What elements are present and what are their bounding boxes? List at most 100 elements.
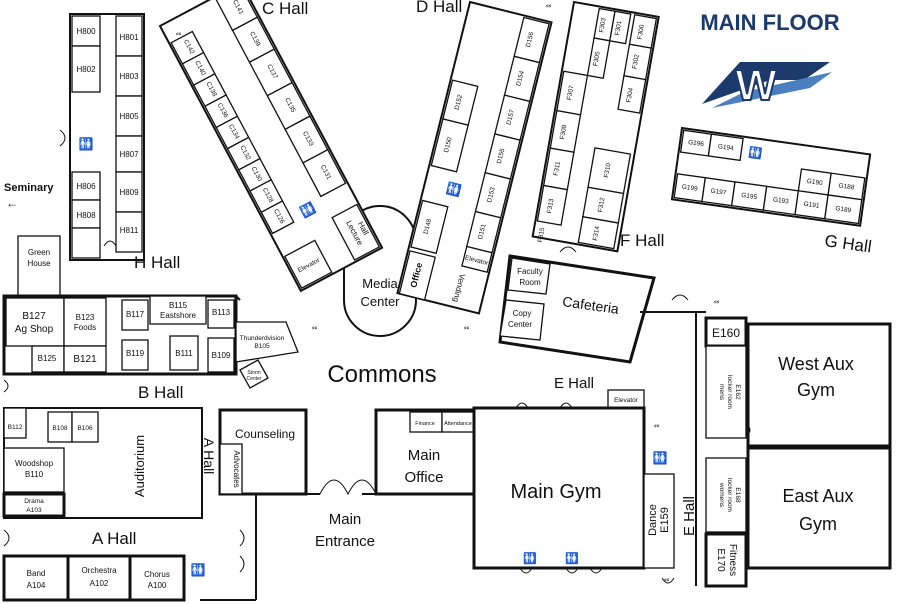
svg-text:G193: G193 <box>772 196 789 205</box>
room-h808: H808 <box>76 211 96 220</box>
restroom-icon: 🚻 <box>653 451 668 465</box>
map-title: MAIN FLOOR <box>700 10 839 35</box>
restroom-icon: 🚻 <box>523 552 537 565</box>
svg-text:F300: F300 <box>637 24 647 40</box>
room-h800: H800 <box>76 27 96 36</box>
d-hall-block: D152 D150 D148 Office D156 D154 D157 D15… <box>396 0 553 315</box>
svg-text:Center: Center <box>508 320 532 329</box>
stairs-icon: ⸗⸗ <box>176 29 182 38</box>
cafeteria-label: Cafeteria <box>561 293 620 317</box>
west-aux-gym: West Aux Gym <box>746 322 892 448</box>
h-hall-block: H800 H802 H806 H808 H801 H803 H805 H807 … <box>69 13 145 261</box>
d-hall-label: D Hall <box>416 0 462 16</box>
auditorium-label: Auditorium <box>132 435 147 497</box>
room-h803: H803 <box>119 72 139 81</box>
svg-text:Attendance: Attendance <box>444 421 472 427</box>
svg-text:womens: womens <box>718 482 725 508</box>
main-entrance-doors <box>319 479 377 496</box>
e-hall-label: E Hall <box>554 375 594 392</box>
svg-text:Elevator: Elevator <box>614 397 639 404</box>
g-hall-label: G Hall <box>823 231 872 256</box>
restroom-icon: 🚻 <box>191 563 206 577</box>
svg-text:F304: F304 <box>625 87 635 103</box>
restroom-icon: 🚻 <box>298 200 318 219</box>
stairs-icon: ⸗⸗ <box>664 575 670 584</box>
stairs-icon: ⸗⸗ <box>654 421 660 430</box>
logo-w: W <box>702 60 832 111</box>
svg-text:D155: D155 <box>496 147 507 164</box>
a-hall-music-rooms: Band A104 Orchestra A102 Chorus A100 🚻 <box>2 554 206 602</box>
svg-text:A100: A100 <box>148 581 167 590</box>
svg-text:F309: F309 <box>559 124 569 140</box>
svg-text:F301: F301 <box>614 20 624 36</box>
svg-text:F305: F305 <box>592 51 602 67</box>
svg-text:Advocates: Advocates <box>232 450 241 487</box>
f-hall-label: F Hall <box>620 231 664 250</box>
svg-text:mens: mens <box>718 384 725 401</box>
svg-text:D157: D157 <box>506 109 517 126</box>
storm-center: Storm Center <box>239 359 269 389</box>
c-hall-block: C142 C140 C138 C136 C134 C132 C130 C128 … <box>158 0 384 293</box>
svg-text:Storm: Storm <box>247 370 260 376</box>
svg-text:F314: F314 <box>592 225 602 241</box>
svg-text:F312: F312 <box>597 197 607 213</box>
a-hall-block: B112 B108 B106 Woodshop B110 Drama A103 … <box>2 407 217 519</box>
arrow-left-icon: ← <box>6 196 18 210</box>
svg-text:F311: F311 <box>553 161 562 177</box>
svg-text:G194: G194 <box>717 143 734 152</box>
room-h805: H805 <box>119 112 139 121</box>
svg-text:Ag Shop: Ag Shop <box>15 324 54 335</box>
svg-text:G188: G188 <box>838 182 855 191</box>
svg-text:E160: E160 <box>712 326 740 340</box>
svg-text:Fitness: Fitness <box>727 544 738 576</box>
b-hall-block: B127 Ag Shop B123 Foods B125 B121 B117 B… <box>2 294 238 376</box>
svg-text:Center: Center <box>246 376 261 382</box>
svg-text:Office: Office <box>405 469 444 486</box>
svg-text:B111: B111 <box>175 349 193 358</box>
svg-text:Drama: Drama <box>24 498 44 505</box>
room-h811: H811 <box>120 226 139 235</box>
svg-text:B109: B109 <box>212 351 231 360</box>
a-hall-vertical-label: A Hall <box>201 438 217 475</box>
east-wing: E160 mens locker room E162 womens locker… <box>704 316 748 588</box>
svg-text:B127: B127 <box>22 311 46 322</box>
svg-text:Chorus: Chorus <box>144 570 170 579</box>
svg-text:B119: B119 <box>126 349 145 358</box>
svg-text:B110: B110 <box>25 470 44 479</box>
svg-text:Orchestra: Orchestra <box>81 566 117 575</box>
svg-text:E170: E170 <box>715 548 726 572</box>
svg-text:Center: Center <box>360 294 400 309</box>
svg-text:B121: B121 <box>73 354 97 365</box>
svg-text:A104: A104 <box>27 581 46 590</box>
h-hall-label: H Hall <box>134 253 180 272</box>
svg-text:D153: D153 <box>486 186 497 203</box>
main-gym-label: Main Gym <box>510 481 601 503</box>
thunderdvision-room: Thunderdvision B105 <box>235 321 299 363</box>
svg-text:G199: G199 <box>681 184 698 193</box>
restroom-icon: 🚻 <box>748 146 764 161</box>
svg-text:House: House <box>27 259 51 268</box>
svg-text:D151: D151 <box>477 223 488 240</box>
svg-text:B117: B117 <box>126 310 145 319</box>
corridors <box>200 295 706 601</box>
svg-text:Main: Main <box>408 447 441 464</box>
g-hall-block: G196 G194 G190 G188 G199 G197 G195 G193 … <box>670 126 872 227</box>
svg-text:Counseling: Counseling <box>235 427 295 441</box>
svg-text:B105: B105 <box>254 343 270 350</box>
svg-text:G189: G189 <box>835 205 852 214</box>
main-entrance-label: Main <box>329 511 362 528</box>
room-h801: H801 <box>119 33 139 42</box>
svg-text:B125: B125 <box>38 354 57 363</box>
svg-text:G191: G191 <box>803 201 820 210</box>
cafeteria-block: Faculty Room Copy Center Cafeteria <box>498 254 656 364</box>
svg-text:Copy: Copy <box>513 309 532 318</box>
f-hall-block: F307 F305 F303 F301 F309 F311 F313 F315 … <box>531 0 660 253</box>
svg-text:Green: Green <box>28 248 50 257</box>
svg-text:F310: F310 <box>603 162 613 178</box>
svg-text:F307: F307 <box>566 85 576 101</box>
svg-text:West Aux: West Aux <box>778 354 854 374</box>
svg-text:Foods: Foods <box>74 323 96 332</box>
stairs-icon: ⸗⸗ <box>464 323 470 332</box>
svg-text:B115: B115 <box>169 301 188 310</box>
